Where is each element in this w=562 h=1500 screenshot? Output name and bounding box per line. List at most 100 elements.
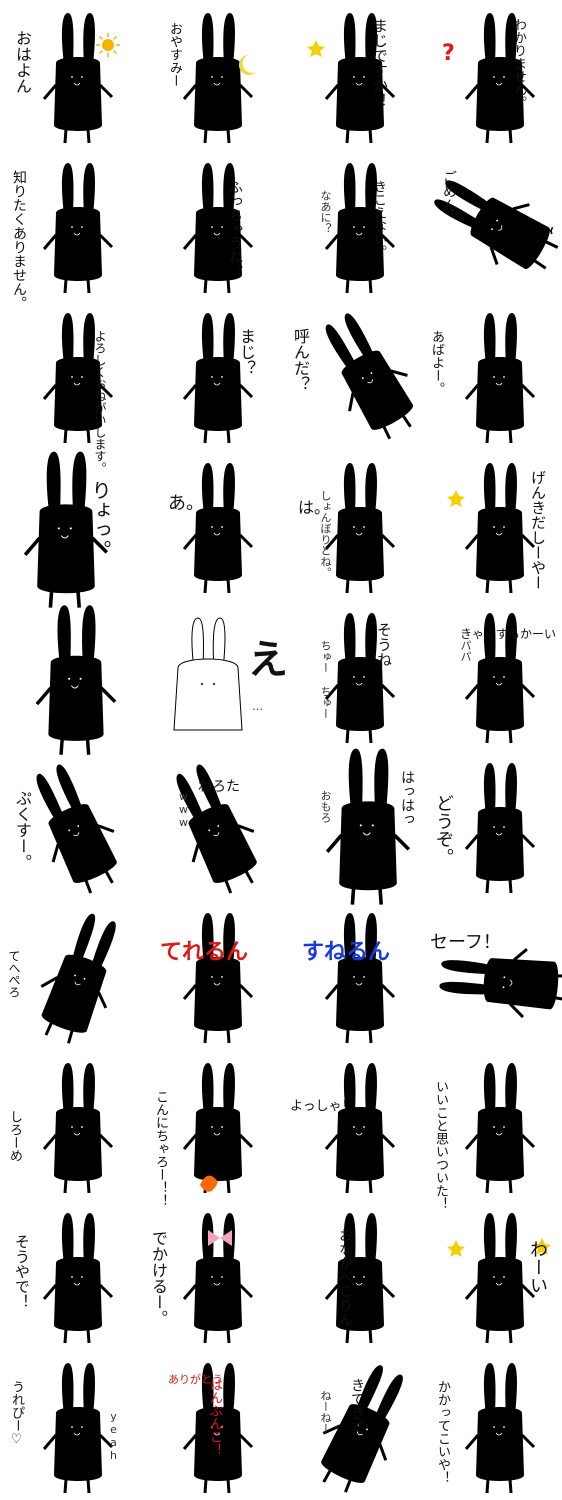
sticker-soudesu[interactable]: そうやで！ (8, 1200, 148, 1350)
sticker-caption: よろしくおねがいします。 (93, 330, 107, 474)
sticker-yonda[interactable]: 呼んだ？ (290, 300, 430, 450)
sticker-maji[interactable]: まじ？ (148, 300, 288, 450)
sticker-illustration (324, 463, 396, 594)
sticker-caption: そうやで！ (13, 1234, 31, 1309)
sticker-yossha[interactable]: よっしゃ！ (290, 1050, 430, 1200)
rabbit-character (324, 463, 396, 594)
sticker-subcaption: www (177, 790, 190, 829)
rabbit-character (42, 313, 114, 444)
sticker-pukusu[interactable]: ぷくすー。 (8, 750, 148, 900)
sticker-illustration (35, 605, 117, 755)
sticker-illustration (23, 451, 109, 608)
star-icon (447, 1238, 551, 1257)
question-mark-icon: ? (442, 41, 455, 66)
rabbit-character (434, 180, 559, 270)
sticker-onaka[interactable]: おなかぺこりん (290, 1200, 430, 1350)
rabbit-character (182, 913, 254, 1044)
sticker-tereru[interactable]: てれるん (148, 900, 288, 1050)
sticker-illustration (42, 13, 120, 144)
sticker-ryo[interactable]: りょっ。 (8, 450, 148, 608)
sticker-subcaption: パパ (459, 640, 472, 662)
rabbit-character (42, 1363, 114, 1494)
sticker-ureshii[interactable]: うれぴー♡yeah (8, 1350, 148, 1500)
sticker-futtchaune[interactable]: ふっちゃうね。 (148, 150, 288, 300)
sticker-illustration (42, 1363, 114, 1494)
sticker-kikoenai[interactable]: きこえない。なあに？ (290, 150, 430, 300)
sticker-illustration (307, 13, 396, 144)
sticker-yoroshiku[interactable]: よろしくおねがいします。 (8, 300, 148, 474)
sticker-shout[interactable] (8, 600, 148, 755)
rabbit-character (182, 1213, 254, 1344)
sticker-iikoto[interactable]: いいこと思いついた！ (430, 1050, 562, 1210)
sticker-ohayo[interactable]: おはよん (8, 0, 148, 150)
rabbit-character (182, 163, 254, 294)
sticker-caption: は。 (298, 498, 331, 517)
rabbit-character (321, 1365, 403, 1493)
sticker-wai[interactable]: わーい (430, 1200, 562, 1350)
sticker-suneru[interactable]: すねるん (290, 900, 430, 1050)
sticker-caption: すねるん (302, 940, 391, 965)
sticker-caption: はっはっ (399, 770, 415, 826)
sticker-illustration (42, 1063, 114, 1194)
sticker-kitekite[interactable]: きてきてねーねー (290, 1350, 430, 1500)
sticker-e[interactable]: え… (148, 600, 288, 750)
rabbit-character (182, 313, 254, 444)
rabbit-character (324, 613, 396, 744)
rabbit-character (42, 1063, 114, 1194)
sticker-genkidashiya[interactable]: げんきだしーやー (430, 450, 562, 600)
sticker-abayo[interactable]: あばよー。 (429, 300, 562, 450)
sticker-illustration (182, 313, 254, 444)
sticker-oyasumi[interactable]: おやすみー (148, 0, 288, 150)
sticker-subcaption: なあに？ (319, 190, 332, 234)
rabbit-character (324, 1063, 396, 1194)
sticker-kikusuruka[interactable]: きゃくするかーいパパ (430, 600, 562, 750)
sticker-caption: え (248, 637, 288, 683)
rabbit-character (35, 605, 117, 755)
sticker-kakattekoi[interactable]: かかってこいや！ (430, 1350, 562, 1500)
sticker-caption: ふっちゃうね。 (227, 180, 243, 278)
sticker-caption: おはよん (13, 30, 32, 94)
sticker-soune[interactable]: そうねちゅー ちゅー (290, 600, 430, 750)
sticker-illustration (447, 1213, 551, 1344)
rabbit-character (176, 764, 257, 894)
sticker-majidesuka[interactable]: まじですか！ (290, 0, 430, 150)
sticker-illustration (324, 1063, 396, 1194)
rabbit-character (42, 13, 114, 144)
sticker-illustration (176, 764, 257, 894)
sticker-subcaption: ちゅー ちゅー (319, 640, 332, 719)
sticker-illustration: ? (442, 13, 536, 144)
sticker-safe[interactable]: セーフ！ (430, 900, 562, 1050)
sticker-ha[interactable]: は。しょんぼりとね。 (290, 450, 430, 600)
sticker-shirome[interactable]: しろーめ (7, 1050, 148, 1200)
sticker-caption: おなかぺこりん (337, 1228, 353, 1326)
sticker-caption: てへぺろ (7, 950, 21, 998)
rabbit-character (182, 1363, 254, 1494)
sticker-caption: てれるん (160, 940, 249, 965)
sticker-aiwohanbun[interactable]: はんぶんこ！ありがとう (148, 1350, 288, 1500)
sticker-caption: 呼んだ？ (291, 328, 310, 392)
rabbit-character (464, 1363, 536, 1494)
sticker-a[interactable]: あ。 (148, 450, 288, 600)
sticker-caption: どうぞ。 (433, 794, 454, 866)
sticker-shiritakuarimasen[interactable]: 知りたくありません。 (8, 150, 148, 310)
sun-icon (96, 33, 120, 57)
sticker-dekakeru[interactable]: でかけるー。 (148, 1200, 288, 1350)
sticker-wakarimasen[interactable]: ?わかりません。 (430, 0, 562, 150)
rabbit-character (42, 163, 114, 294)
sticker-omoro[interactable]: はっはっおもろ (290, 748, 430, 905)
rabbit-character (325, 313, 413, 440)
sticker-terenuyo[interactable]: てへぺろ (7, 900, 148, 1050)
sticker-illustration (464, 1063, 536, 1194)
rabbit-character (42, 1213, 114, 1344)
sticker-caption: まじ？ (237, 328, 256, 376)
sticker-douzo[interactable]: どうぞ。 (430, 750, 562, 900)
ribbon-icon (208, 1230, 232, 1246)
sticker-illustration (173, 617, 243, 731)
sticker-illustration (321, 1365, 403, 1493)
sticker-caption: わーい (527, 1240, 548, 1294)
sticker-caption: あ。 (168, 493, 204, 514)
sticker-konnichiwa[interactable]: こんにちゃろー！！ (148, 1050, 288, 1207)
